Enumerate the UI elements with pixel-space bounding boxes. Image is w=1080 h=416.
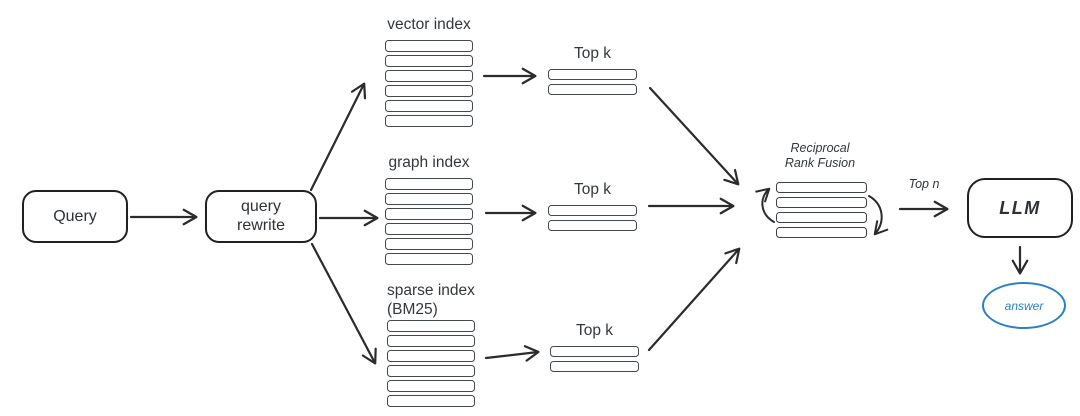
record-bar <box>548 220 637 231</box>
record-bar <box>385 70 473 82</box>
record-bar <box>385 40 473 52</box>
graph-index-label: graph index <box>388 154 470 171</box>
record-bar <box>776 197 867 208</box>
arrow-rewrite-to-sparse-index <box>310 242 377 365</box>
record-bar <box>776 212 867 223</box>
sparse-index-stack <box>387 320 475 407</box>
topk-bars <box>548 69 637 99</box>
topk-group-graph: Top k <box>548 181 637 235</box>
rrf-label: Reciprocal Rank Fusion <box>770 141 870 171</box>
vector-index-label: vector index <box>387 16 471 33</box>
arrow-rewrite-to-vector-index <box>309 82 367 192</box>
arrow-topk1-to-rrf <box>648 86 740 186</box>
query-node: Query <box>22 190 128 243</box>
topk-label: Top k <box>573 45 612 62</box>
record-bar <box>548 84 637 95</box>
query-rewrite-label-line2: rewrite <box>236 216 285 234</box>
record-bar <box>550 361 639 372</box>
sparse-index-label-line2: (BM25) <box>387 301 438 318</box>
record-bar <box>387 380 475 392</box>
query-node-label: Query <box>53 207 97 225</box>
topk-bars <box>550 346 639 376</box>
rrf-label-line2: Rank Fusion <box>784 156 856 170</box>
record-bar <box>385 178 473 190</box>
topn-label: Top n <box>908 177 940 191</box>
record-bar <box>385 253 473 265</box>
record-bar <box>385 115 473 127</box>
record-bar <box>776 227 867 238</box>
record-bar <box>385 85 473 97</box>
query-rewrite-label-line1: query <box>240 197 282 215</box>
rrf-stack <box>776 182 867 238</box>
record-bar <box>387 335 475 347</box>
record-bar <box>550 346 639 357</box>
record-bar <box>385 55 473 67</box>
rrf-label-line1: Reciprocal <box>790 141 850 155</box>
record-bar <box>776 182 867 193</box>
record-bar <box>385 238 473 250</box>
answer-node-label: answer <box>1004 298 1044 313</box>
record-bar <box>387 365 475 377</box>
answer-node: answer <box>982 282 1066 329</box>
record-bar <box>548 69 637 80</box>
topk-group-sparse: Top k <box>550 322 639 376</box>
record-bar <box>385 208 473 220</box>
llm-node: LLM <box>967 178 1073 238</box>
llm-node-label: LLM <box>999 197 1041 218</box>
record-bar <box>385 100 473 112</box>
record-bar <box>387 395 475 407</box>
arrow-sparse-to-topk <box>484 345 540 362</box>
rrf-shuffle-curl-right-icon <box>868 195 889 236</box>
graph-index-stack <box>385 178 473 265</box>
query-rewrite-node: query rewrite <box>205 190 317 243</box>
record-bar <box>387 350 475 362</box>
sparse-index-label-line1: sparse index <box>387 282 475 299</box>
record-bar <box>385 223 473 235</box>
record-bar <box>385 193 473 205</box>
topk-group-vector: Top k <box>548 45 637 99</box>
arrow-topk3-to-rrf <box>647 247 741 352</box>
record-bar <box>548 205 637 216</box>
topk-label: Top k <box>575 322 614 339</box>
sparse-index-label: sparse index (BM25) <box>387 281 475 319</box>
record-bar <box>387 320 475 332</box>
topk-label: Top k <box>573 181 612 198</box>
rrf-shuffle-curl-left-icon <box>755 187 775 223</box>
topk-bars <box>548 205 637 235</box>
vector-index-stack <box>385 40 473 127</box>
